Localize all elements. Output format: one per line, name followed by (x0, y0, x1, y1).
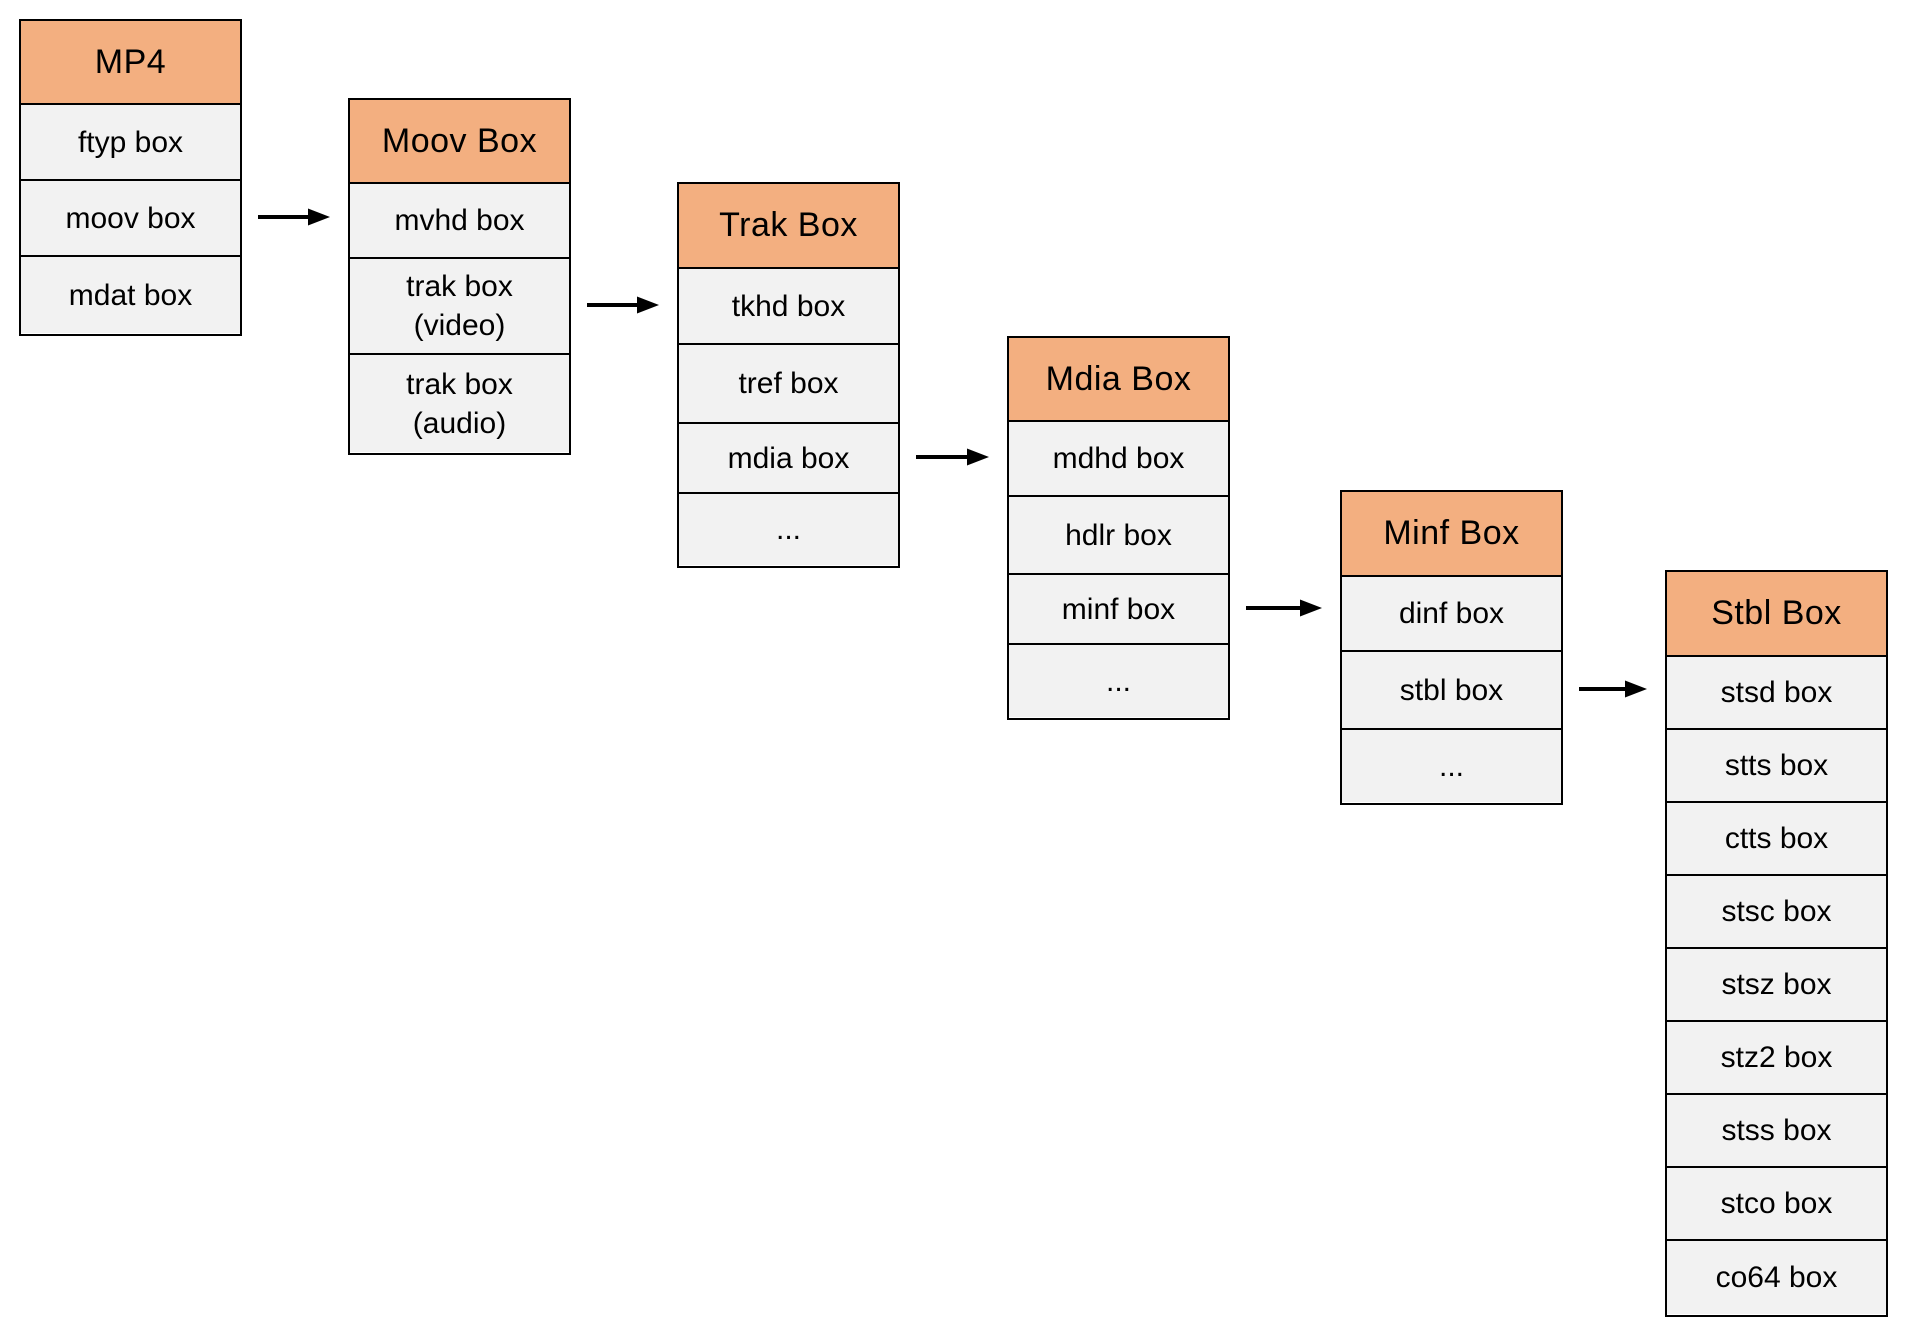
table-row: stsd box (1667, 657, 1886, 730)
table-row: stco box (1667, 1168, 1886, 1241)
arrow-head (637, 296, 659, 314)
arrow-head (1300, 599, 1322, 617)
table-minf: Minf Box dinf box stbl box... (1340, 490, 1563, 805)
row-label: ... (1105, 664, 1131, 698)
table-row: ... (679, 494, 898, 565)
row-label: ... (775, 513, 801, 546)
table-title-moov: Moov Box (350, 100, 569, 184)
table-row: minf box (1009, 575, 1228, 645)
table-title-stbl: Stbl Box (1667, 572, 1886, 657)
table-row: ftyp box (21, 105, 240, 181)
row-label: co64 box (1715, 1261, 1838, 1294)
row-label: mdat box (68, 278, 193, 312)
table-row: ctts box (1667, 803, 1886, 876)
table-row: mdia box (679, 424, 898, 494)
row-label: trak box (406, 270, 513, 303)
row-label: mdhd box (1052, 442, 1185, 475)
row-label: mdia box (727, 441, 850, 475)
table-title-minf: Minf Box (1342, 492, 1561, 577)
table-moov: Moov Box mvhd box trak box (video) trak box (… (348, 98, 571, 455)
row-label: moov box (65, 201, 196, 235)
row-label: ftyp box (77, 125, 184, 159)
row-label: (video) (413, 309, 506, 342)
table-row: mdhd box (1009, 422, 1228, 497)
table-row: hdlr box (1009, 497, 1228, 575)
row-label: stsc box (1721, 895, 1832, 928)
arrow-head (308, 208, 330, 226)
table-mdia: Mdia Box mdhd box hdlr box minf box... (1007, 336, 1230, 720)
row-label: stsz box (1721, 968, 1832, 1001)
table-title-trak: Trak Box (679, 184, 898, 269)
table-trak: Trak Box tkhd box tref box mdia box... (677, 182, 900, 568)
row-label: mvhd box (394, 204, 525, 237)
table-row: tkhd box (679, 269, 898, 345)
row-label: minf box (1061, 592, 1176, 626)
row-label: (audio) (412, 406, 507, 440)
row-label: tref box (738, 367, 839, 400)
arrow-head (1625, 680, 1647, 698)
row-label: ctts box (1724, 822, 1829, 855)
row-label: ... (1438, 749, 1464, 783)
row-label: dinf box (1398, 597, 1505, 630)
row-label: stbl box (1399, 673, 1504, 707)
table-stbl: Stbl Box stsd box stts box ctts box stsc box… (1665, 570, 1888, 1317)
table-row: dinf box (1342, 577, 1561, 652)
table-row: trak box (audio) (350, 355, 569, 452)
row-label: hdlr box (1065, 518, 1172, 552)
table-row: moov box (21, 181, 240, 257)
table-title-mp4: MP4 (21, 21, 240, 105)
table-row: mdat box (21, 257, 240, 333)
arrow-head (967, 448, 989, 466)
table-row: stsc box (1667, 876, 1886, 949)
table-row: ... (1342, 730, 1561, 802)
table-row: stz2 box (1667, 1022, 1886, 1095)
table-row: tref box (679, 345, 898, 424)
table-row: stss box (1667, 1095, 1886, 1168)
row-label: stts box (1724, 749, 1829, 782)
table-row: stsz box (1667, 949, 1886, 1022)
row-label: stco box (1720, 1187, 1833, 1220)
row-label: trak box (406, 367, 513, 401)
table-mp4: MP4 ftyp box moov box mdat box (19, 19, 242, 336)
table-title-mdia: Mdia Box (1009, 338, 1228, 422)
row-label: stsd box (1720, 676, 1833, 709)
table-row: trak box (video) (350, 259, 569, 355)
row-label: tkhd box (731, 289, 846, 323)
table-row: ... (1009, 645, 1228, 717)
table-row: stbl box (1342, 652, 1561, 730)
row-label: stz2 box (1720, 1041, 1833, 1074)
table-row: co64 box (1667, 1241, 1886, 1314)
table-row: stts box (1667, 730, 1886, 803)
row-label: stss box (1721, 1114, 1832, 1147)
table-row: mvhd box (350, 184, 569, 259)
